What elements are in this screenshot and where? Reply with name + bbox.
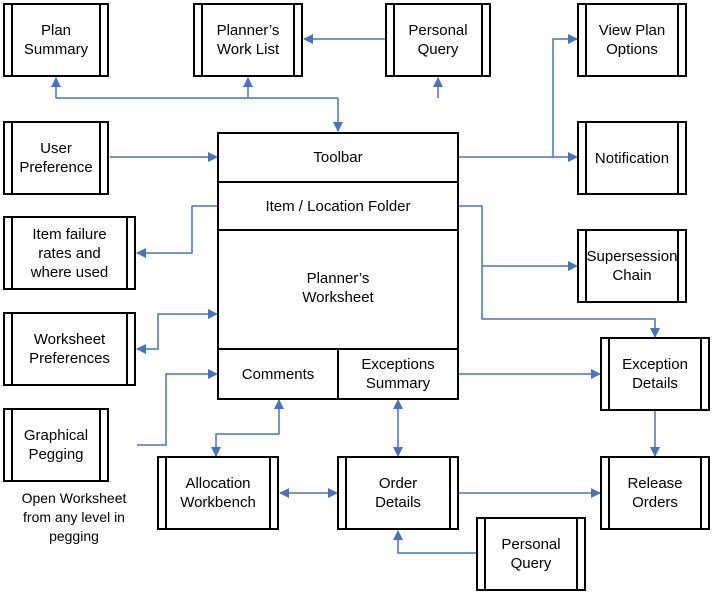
planners-work-list-label: Planner’s Work List (216, 22, 280, 58)
supersession-chain-node: Supersession Chain (577, 229, 687, 303)
item-location-folder-section: Item / Location Folder (219, 183, 457, 231)
release-orders-label: Release Orders (627, 475, 683, 511)
exception-details-node: Exception Details (600, 337, 710, 411)
toolbar-label: Toolbar (313, 149, 363, 166)
worksheet-preferences-label: Worksheet Preferences (29, 331, 110, 367)
exceptions-summary-label: Exceptions Summary (361, 356, 435, 392)
plan-summary-node: Plan Summary (3, 3, 109, 77)
comments-section: Comments (219, 350, 339, 398)
planners-worksheet-label: Planner’s Worksheet (302, 270, 374, 306)
connector-folder-to-exception-details (481, 266, 660, 338)
connector-to-plan-summary (51, 77, 338, 99)
connector-graphical-pegging-to-comments (137, 369, 218, 446)
graphical-pegging-node: Graphical Pegging (3, 408, 109, 482)
planners-worksheet-section: Planner’s Worksheet (219, 231, 457, 350)
user-preference-label: User Preference (19, 140, 93, 176)
personal-query-top-label: Personal Query (408, 22, 468, 58)
view-plan-options-label: View Plan Options (598, 22, 666, 58)
worksheet-preferences-node: Worksheet Preferences (3, 312, 136, 386)
connector-toolbar-to-view-plan-options (552, 34, 578, 157)
comments-label: Comments (241, 365, 315, 383)
release-orders-node: Release Orders (600, 456, 710, 530)
allocation-workbench-label: Allocation Workbench (180, 475, 256, 511)
connector-personal-query-to-order-details (393, 530, 476, 554)
personal-query-bottom-label: Personal Query (501, 536, 561, 572)
item-location-folder-label: Item / Location Folder (265, 197, 411, 215)
plan-summary-label: Plan Summary (23, 22, 89, 58)
connector-folder-to-item-failure (136, 205, 217, 258)
view-plan-options-node: View Plan Options (577, 3, 687, 77)
allocation-workbench-node: Allocation Workbench (157, 456, 279, 530)
order-details-node: Order Details (337, 456, 459, 530)
item-failure-rates-node: Item failure rates and where used (3, 216, 136, 290)
notification-node: Notification (577, 121, 687, 195)
graphical-pegging-label: Graphical Pegging (23, 427, 89, 463)
planners-work-list-node: Planner’s Work List (193, 3, 303, 77)
supersession-chain-label: Supersession Chain (586, 248, 678, 284)
notification-label: Notification (594, 149, 670, 167)
pegging-note: Open Worksheet from any level in pegging (21, 490, 127, 544)
connector-worksheet-preferences (136, 309, 218, 354)
user-preference-node: User Preference (3, 121, 109, 195)
personal-query-bottom-node: Personal Query (476, 517, 586, 591)
main-panel: Toolbar Item / Location Folder Planner’s… (217, 132, 459, 400)
item-failure-rates-label: Item failure rates and where used (30, 225, 109, 281)
toolbar-section: Toolbar (219, 134, 457, 183)
personal-query-top-node: Personal Query (385, 3, 491, 77)
connector-folder-to-supersession (459, 205, 578, 271)
connector-comments-allocation (211, 399, 284, 457)
exception-details-label: Exception Details (622, 356, 688, 392)
order-details-label: Order Details (375, 475, 421, 511)
exceptions-summary-section: Exceptions Summary (339, 350, 457, 398)
